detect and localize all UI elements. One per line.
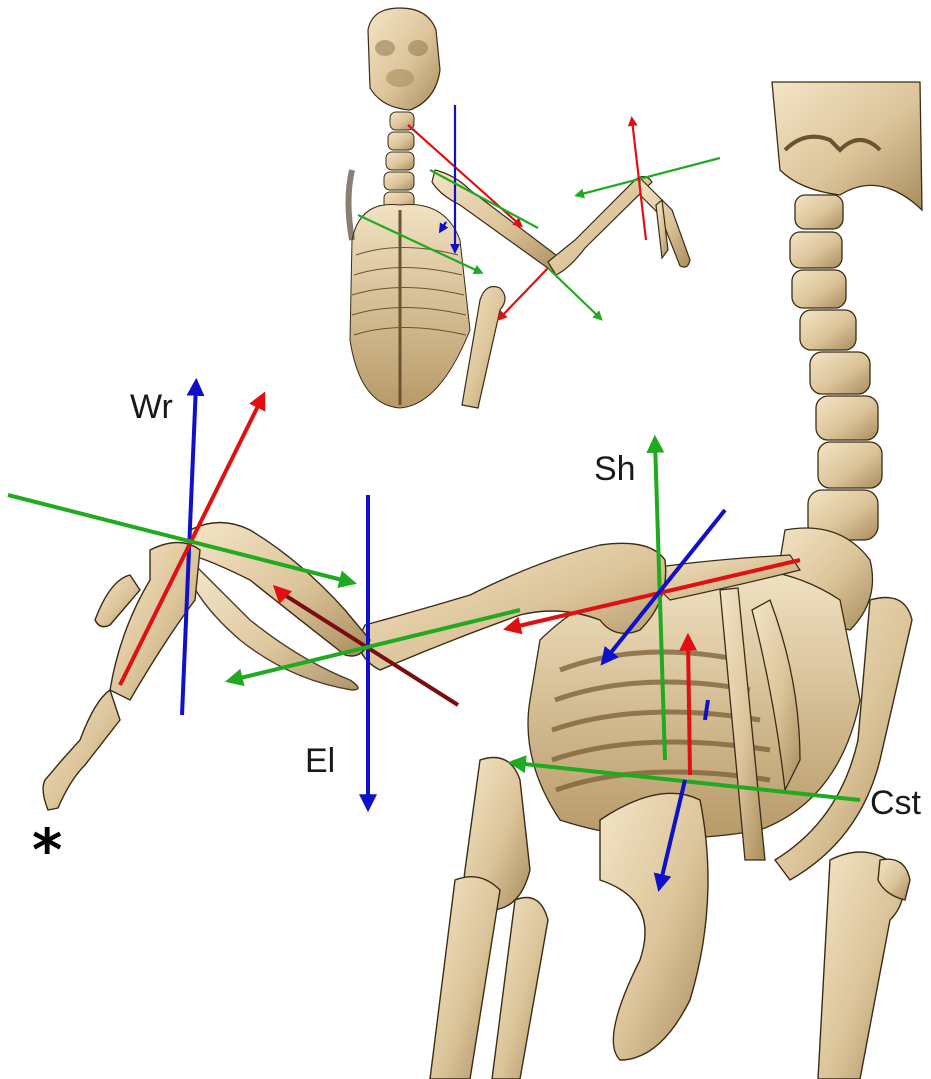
label-torso-coordinate-system: Cst — [870, 784, 922, 822]
label-elbow: El — [305, 742, 335, 780]
label-wrist: Wr — [130, 388, 173, 426]
hand-bones — [43, 543, 200, 811]
sternum-keel — [600, 793, 708, 1060]
neck-vertebrae — [772, 82, 922, 630]
wingtip-asterisk: * — [32, 816, 62, 884]
inset-skull — [368, 8, 440, 110]
label-shoulder: Sh — [594, 450, 636, 488]
inset-top-view — [348, 5, 720, 410]
